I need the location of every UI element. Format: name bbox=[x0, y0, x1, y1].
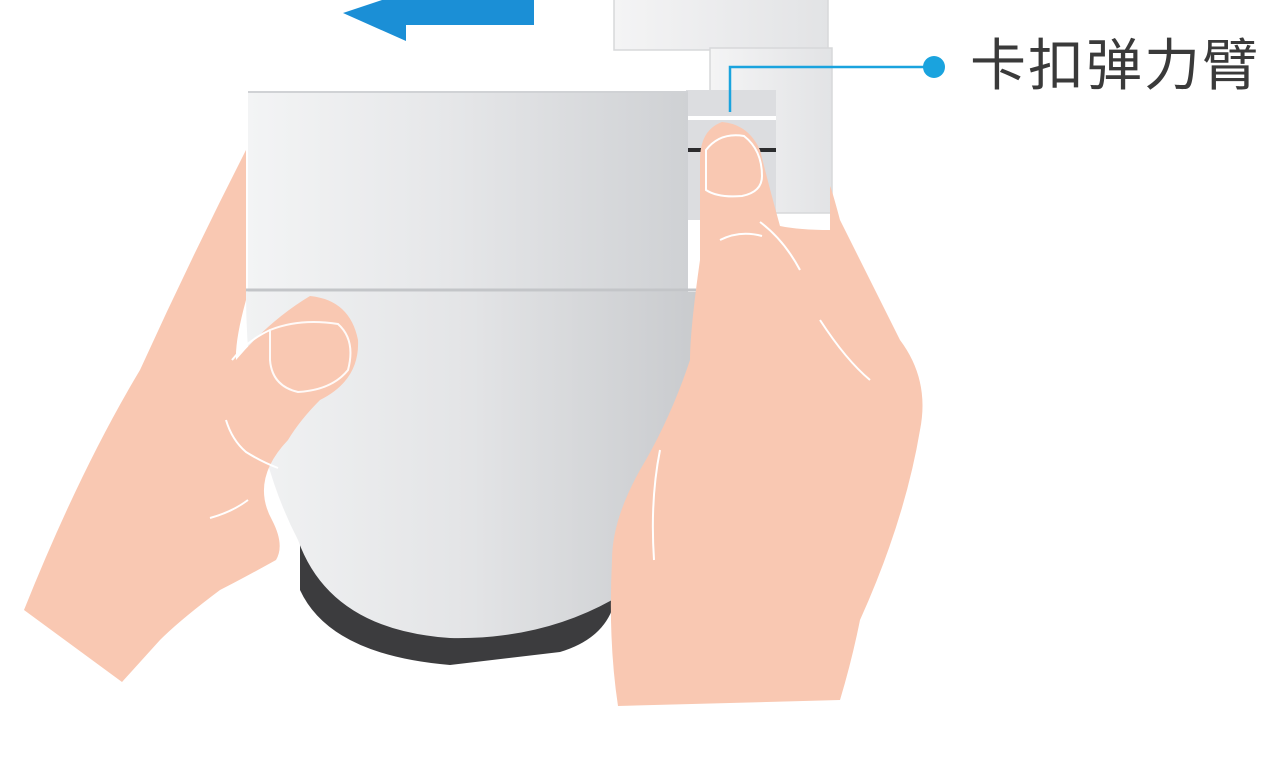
callout-label: 卡扣弹力臂 bbox=[970, 27, 1260, 107]
arrow-left-icon bbox=[343, 0, 534, 41]
callout-dot bbox=[923, 56, 945, 78]
camera-body bbox=[244, 92, 696, 292]
